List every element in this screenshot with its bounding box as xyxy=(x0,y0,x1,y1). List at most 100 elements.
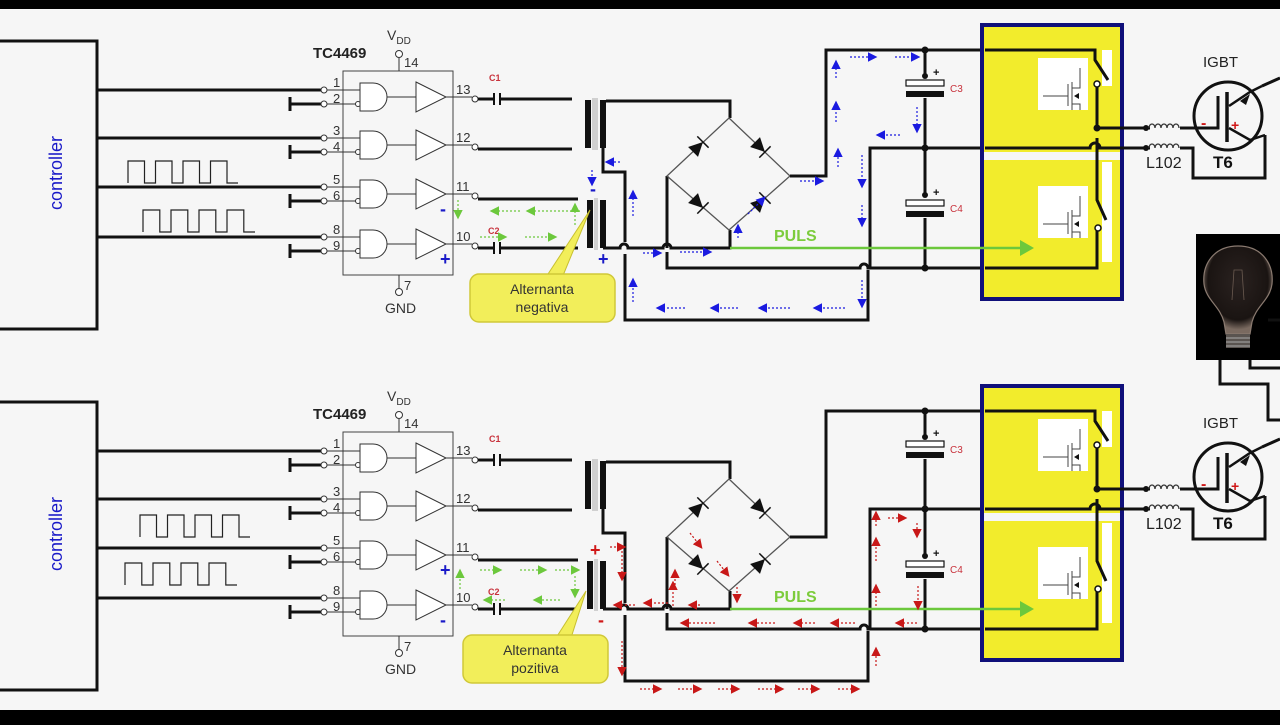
switch-lower-return xyxy=(985,231,1099,270)
igbt-plus: + xyxy=(1231,117,1239,133)
buffer-triangle xyxy=(415,228,448,260)
igbt-minus: - xyxy=(1201,115,1206,132)
chip-body xyxy=(342,70,454,276)
input-pin xyxy=(320,544,328,552)
output-pin xyxy=(471,504,479,512)
pin-number: 8 xyxy=(333,583,340,598)
igbt-circle xyxy=(1192,441,1264,513)
collector-wire xyxy=(1261,437,1280,449)
pin-number: 5 xyxy=(333,533,340,548)
c4-plus: + xyxy=(933,187,939,199)
bridge-outline xyxy=(666,117,791,231)
pulse-waveform xyxy=(124,562,237,586)
inductor-label: L102 xyxy=(1146,516,1182,533)
output-pin xyxy=(471,242,479,250)
diode-triangle xyxy=(688,554,703,569)
diode-triangle xyxy=(750,559,765,574)
return-loop-wire xyxy=(623,254,870,322)
diode-bar xyxy=(758,552,772,566)
ground-stub xyxy=(288,555,322,569)
output-pin xyxy=(471,603,479,611)
transformer-lower xyxy=(587,198,606,250)
pin-number: 6 xyxy=(333,549,340,564)
secondary-winding xyxy=(600,200,606,248)
junction-dot xyxy=(922,434,928,440)
junction-dot xyxy=(921,264,929,272)
input-pin xyxy=(320,100,328,108)
input-pin xyxy=(320,183,328,191)
vdd-sub: DD xyxy=(396,36,410,47)
inductor-label: L102 xyxy=(1146,155,1182,172)
output-pin-number: 10 xyxy=(456,590,470,605)
ground-stub xyxy=(288,194,322,208)
pin-number: 6 xyxy=(333,188,340,203)
vdd-pin xyxy=(395,50,403,58)
bridge-rectifier xyxy=(666,478,791,592)
chip-name: TC4469 xyxy=(313,406,366,423)
igbt-emitter xyxy=(1228,487,1266,503)
primary-winding xyxy=(587,200,593,248)
mosfet-symbol xyxy=(1043,196,1081,238)
input-pin xyxy=(320,233,328,241)
gnd-pin xyxy=(395,649,403,657)
output-11-polarity: + xyxy=(440,560,451,580)
callout-line-2: negativa xyxy=(516,299,569,315)
buffer-triangle xyxy=(415,442,448,474)
module-gap xyxy=(1102,162,1112,262)
callout-box xyxy=(469,273,616,323)
module-divider xyxy=(984,513,1120,521)
mosfet-arrow xyxy=(1074,454,1079,460)
module-gap xyxy=(1102,411,1112,447)
and-gate xyxy=(359,82,388,112)
input-pin xyxy=(320,134,328,142)
c3-label: C3 xyxy=(950,445,963,456)
c3-plate-positive xyxy=(905,79,945,87)
midpoint-wire xyxy=(868,146,985,268)
input-pin xyxy=(320,461,328,469)
igbt-collector xyxy=(1228,84,1263,108)
diode-triangle xyxy=(750,498,765,513)
input-pin xyxy=(320,197,328,205)
output-10-polarity: + xyxy=(440,249,451,269)
gnd-pin xyxy=(395,288,403,296)
secondary-winding xyxy=(600,100,606,148)
c1-label: C1 xyxy=(489,434,501,444)
output-pin xyxy=(471,192,479,200)
igbt-arrow xyxy=(1240,94,1250,105)
diode xyxy=(688,554,710,576)
transformer-upper xyxy=(585,459,606,511)
pin-number: 3 xyxy=(333,484,340,499)
switch-contact xyxy=(1094,585,1102,593)
output-pin xyxy=(471,553,479,561)
bridge-neg-wire xyxy=(665,252,985,270)
ground-stub xyxy=(288,605,322,619)
drive-current-arrows xyxy=(455,565,581,605)
module-gap xyxy=(1102,50,1112,86)
input-pin xyxy=(320,86,328,94)
pulse-waveform xyxy=(127,160,238,184)
emitter-return-wire xyxy=(1180,496,1267,541)
and-gate xyxy=(359,443,388,473)
midpoint-through-wire xyxy=(985,502,1150,511)
puls-arrowhead xyxy=(1020,240,1034,256)
junction-dot xyxy=(1143,486,1149,492)
inductor-coil xyxy=(1148,123,1180,129)
pin-number: 9 xyxy=(333,238,340,253)
vdd-sub: DD xyxy=(396,397,410,408)
chip-body xyxy=(342,431,454,637)
input-pin xyxy=(320,247,328,255)
bridge-outline xyxy=(666,478,791,592)
junction-dot xyxy=(922,73,928,79)
callout-line-2: pozitiva xyxy=(511,660,559,676)
output-pin-number: 11 xyxy=(456,179,470,194)
pin-number: 2 xyxy=(333,452,340,467)
output-pin xyxy=(471,95,479,103)
vdd-letter: V xyxy=(387,27,397,43)
current-flow-arrow xyxy=(716,560,730,577)
buffer-triangle xyxy=(415,129,448,161)
drive-current-arrows xyxy=(453,200,580,242)
mosfet-symbol xyxy=(1043,429,1081,471)
secondary-winding xyxy=(600,461,606,509)
igbt-emitter xyxy=(1228,126,1266,142)
